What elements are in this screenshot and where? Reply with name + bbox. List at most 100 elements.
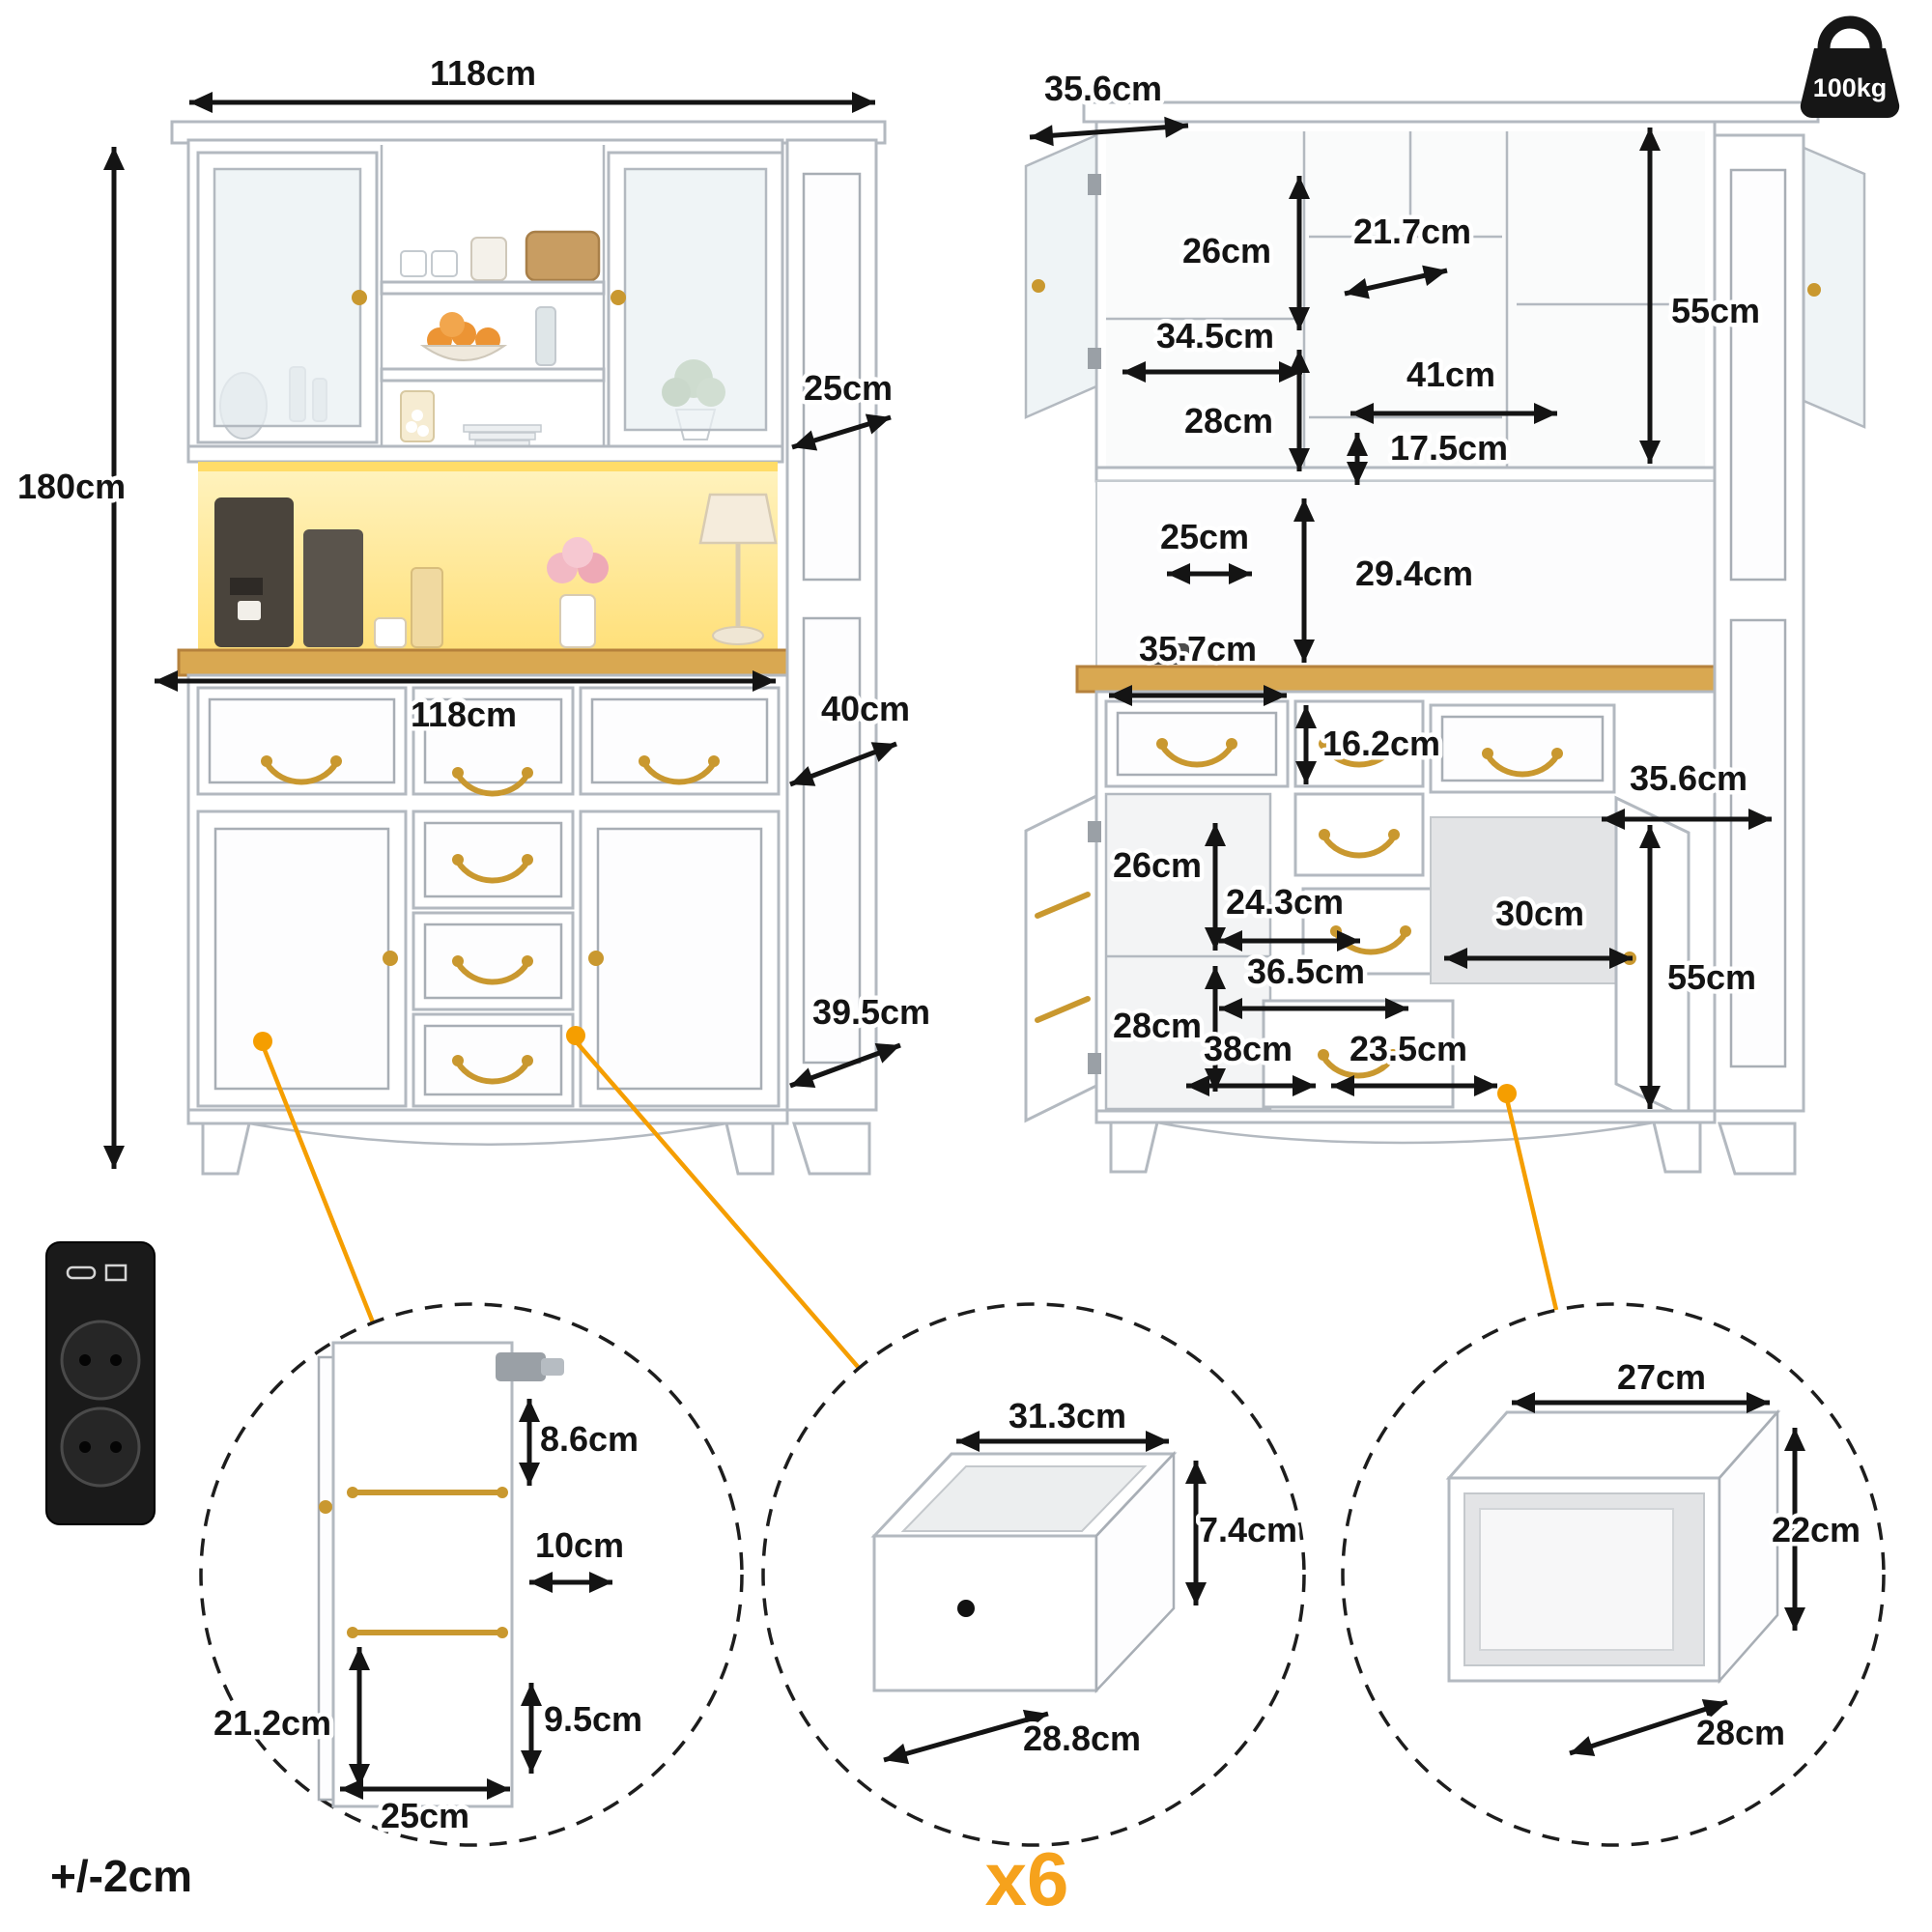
decor-top-shelf <box>400 230 601 282</box>
counter-item <box>1145 643 1189 665</box>
dim-open-top-depth: 35.6cm <box>1044 69 1162 108</box>
decor-cup <box>374 617 407 648</box>
glass-panel <box>213 167 362 428</box>
power-outlet-icon <box>45 1241 156 1525</box>
socket <box>60 1406 141 1488</box>
socket <box>60 1320 141 1401</box>
callout-dot <box>253 1032 272 1051</box>
decor-flowers <box>547 537 609 648</box>
dim-front-depth-counter: 40cm <box>821 689 910 728</box>
hutch-bottom-board <box>1094 466 1717 483</box>
crown-molding <box>1082 100 1820 124</box>
foot <box>1717 1122 1797 1176</box>
foot <box>1652 1121 1702 1174</box>
door-knob <box>611 290 626 305</box>
front-dimensions: 118cm 180cm 25cm 118cm 40cm 39.5cm <box>14 49 935 1169</box>
shelf-board <box>380 367 606 383</box>
open-view-cabinet: 35.6cm 26cm 21.7cm 34.5cm 41cm 55cm 28cm… <box>1024 65 1866 1176</box>
drawer-interior <box>900 1465 1148 1532</box>
dim-arrow-depth-counter <box>789 741 897 787</box>
led-strip <box>198 462 778 471</box>
usb-c-port <box>66 1265 97 1280</box>
hutch-left-glass-door <box>196 151 379 444</box>
weight-capacity-badge: 100kg <box>1800 15 1900 119</box>
dim-door-width: 25cm <box>381 1796 469 1835</box>
dim-open-lower-right-h: 55cm <box>1667 957 1756 997</box>
open-dimensions: 35.6cm 26cm 21.7cm 34.5cm 41cm 55cm 28cm… <box>1029 65 1772 1109</box>
decor-middle-shelf <box>419 306 556 366</box>
dim-drawer-depth: 28.8cm <box>1023 1719 1141 1758</box>
open-right-pillar <box>1713 133 1805 1176</box>
hinge <box>496 1352 546 1381</box>
door-knob <box>588 951 604 966</box>
dim-cubby-width: 27cm <box>1617 1357 1706 1397</box>
detail-drawer-callout: 31.3cm 7.4cm 28.8cm <box>761 1302 1306 1847</box>
dim-front-width-top: 118cm <box>430 53 536 93</box>
dim-cubby-height: 22cm <box>1772 1510 1861 1549</box>
foot <box>201 1122 251 1176</box>
dim-open-hutch-h: 29.4cm <box>1355 554 1473 593</box>
foot <box>1109 1121 1159 1174</box>
dim-door-bottom-gap: 9.5cm <box>544 1699 642 1739</box>
dim-arrow <box>1569 1698 1728 1757</box>
decor-jar <box>411 567 443 648</box>
open-compartment <box>1104 792 1272 1111</box>
dim-open-lower-w: 38cm <box>1204 1029 1293 1068</box>
dim-open-lower-left-d: 28cm <box>1113 1006 1202 1045</box>
drawer <box>1293 699 1425 788</box>
dim-open-drawer-w: 35.7cm <box>1139 629 1257 668</box>
hinge-arm <box>541 1358 564 1376</box>
door-rail <box>1035 996 1091 1023</box>
dim-open-upper-mid-h: 17.5cm <box>1390 428 1508 468</box>
drawer-side <box>1094 1450 1176 1694</box>
base-apron <box>1156 1121 1655 1145</box>
dim-arrow <box>1344 265 1448 299</box>
dim-open-upper-left-h2: 28cm <box>1184 401 1273 440</box>
dim-open-upper-left-w: 34.5cm <box>1156 316 1274 355</box>
base-apron <box>248 1122 727 1146</box>
dim-open-upper-right-h: 55cm <box>1671 291 1760 330</box>
dim-open-drawer-h: 16.2cm <box>1322 724 1440 763</box>
tolerance-note: +/-2cm <box>50 1851 192 1901</box>
dim-open-lower-drawer-w: 23.5cm <box>1350 1029 1467 1068</box>
drawer <box>1293 792 1425 877</box>
leader-line <box>260 1044 376 1323</box>
dim-open-opening-h: 30cm <box>1495 894 1584 933</box>
dim-door-rail-span: 21.2cm <box>213 1703 331 1743</box>
dim-arrow-depth-top <box>791 413 892 451</box>
foot <box>724 1122 775 1176</box>
leader-line <box>574 1039 861 1370</box>
open-upper-left-door <box>1024 133 1101 419</box>
callout-leaders <box>253 1026 1559 1370</box>
dim-arrow <box>1029 116 1189 147</box>
base-rail <box>186 1108 789 1125</box>
decor-bottom-shelf <box>400 390 542 447</box>
door-back-panel <box>331 1341 514 1808</box>
drawer-multiplier: x6 <box>985 1836 1069 1921</box>
front-view-cabinet: 118cm 180cm 25cm 118cm 40cm 39.5cm <box>14 49 935 1176</box>
dim-open-upper-left-h: 26cm <box>1182 231 1271 270</box>
dim-arrow-depth-base <box>789 1042 901 1089</box>
dim-open-lower-left-h: 26cm <box>1113 845 1202 885</box>
callout-dot <box>566 1026 585 1045</box>
decor-lamp <box>698 493 778 645</box>
countertop <box>177 648 789 677</box>
dim-arrow <box>883 1709 1049 1765</box>
detail-cubby-callout: 27cm 22cm 28cm <box>1341 1302 1886 1847</box>
hinge <box>1088 174 1101 195</box>
dim-front-width-counter: 118cm <box>411 695 517 734</box>
usb-a-port <box>104 1264 128 1282</box>
weight-body <box>1800 48 1900 119</box>
dim-open-counter-depth: 25cm <box>1160 517 1249 556</box>
hutch-middle-shelves <box>380 145 606 447</box>
leader-line <box>1504 1098 1559 1311</box>
countertop <box>1075 665 1761 694</box>
dim-open-lower-mid-w1: 24.3cm <box>1226 882 1344 922</box>
door-knob <box>383 951 398 966</box>
dim-drawer-height: 7.4cm <box>1199 1510 1297 1549</box>
open-lower-left-door <box>1024 793 1101 1123</box>
dim-open-upper-mid-shelf-w: 21.7cm <box>1353 212 1471 251</box>
hutch-right-glass-door <box>607 151 784 448</box>
dim-door-rail-depth: 10cm <box>535 1525 624 1565</box>
